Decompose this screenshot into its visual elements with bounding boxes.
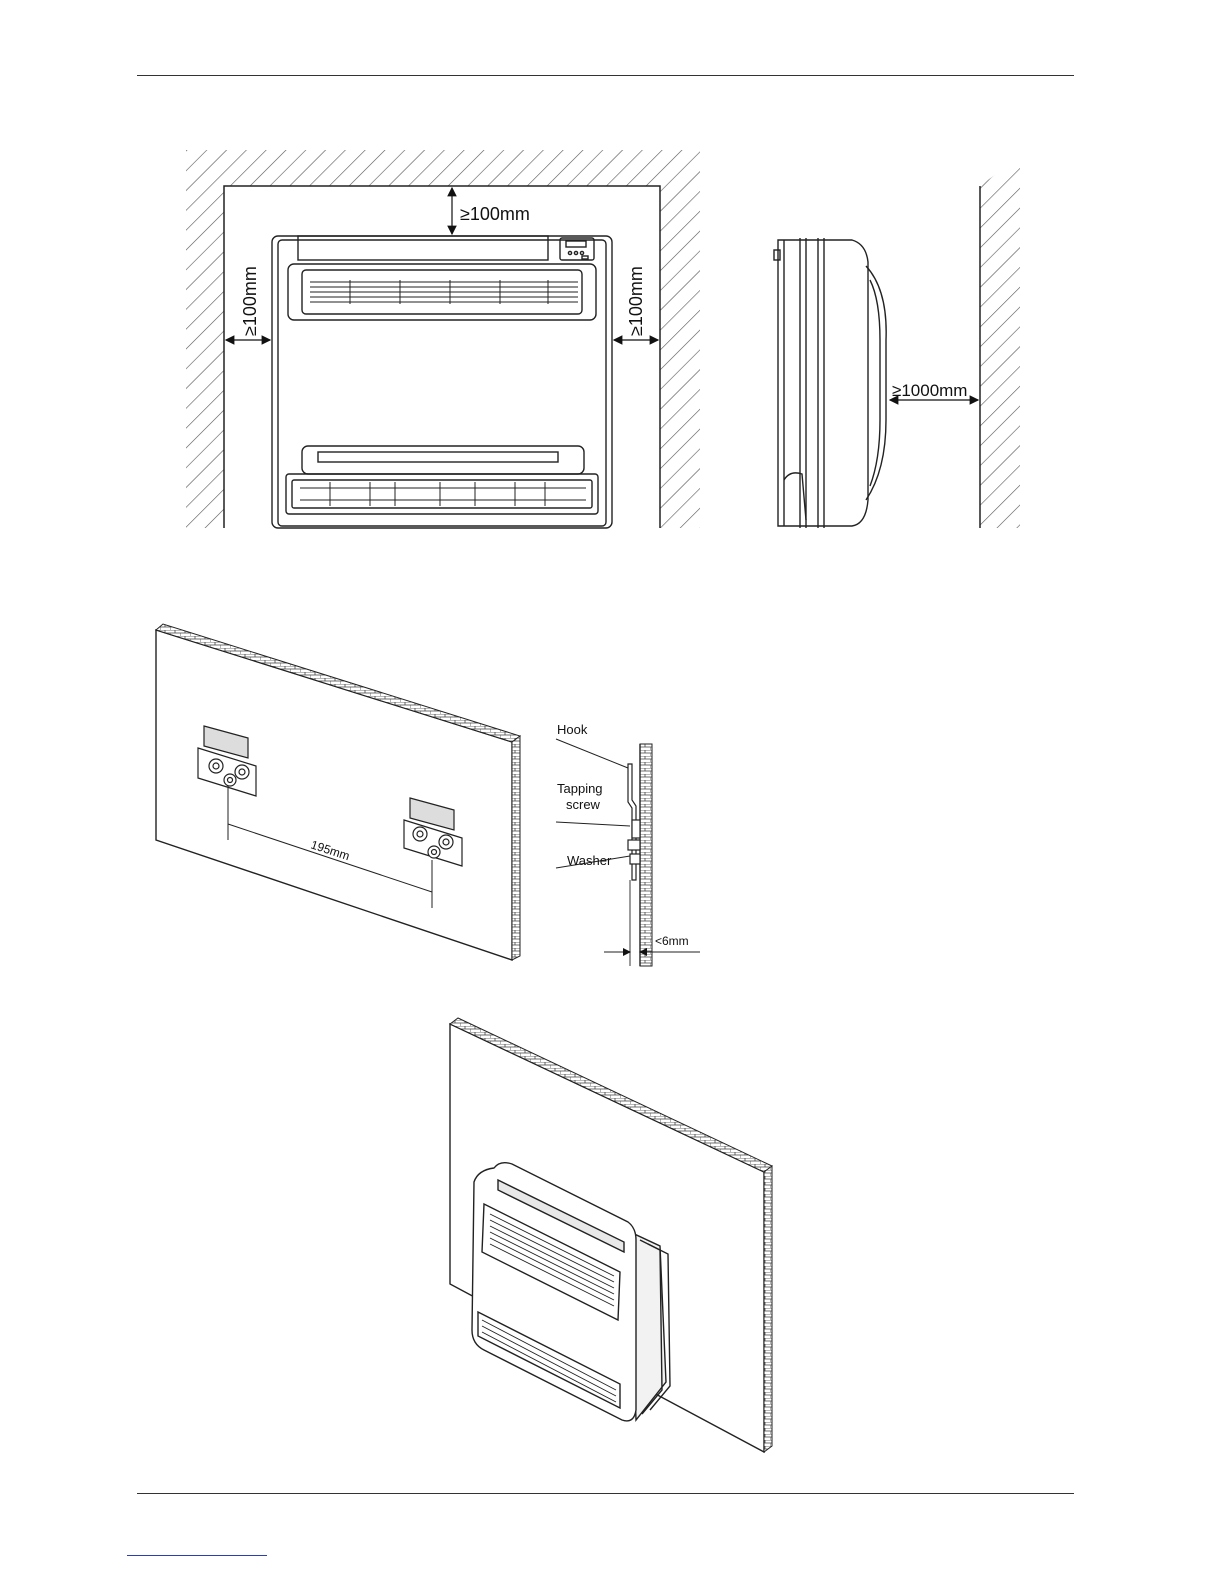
front-clearance-view: ≥100mm ≥100mm ≥100mm [186, 150, 700, 528]
tapping-label-2: screw [566, 797, 601, 812]
tapping-label-1: Tapping [557, 781, 603, 796]
right-clearance-label: ≥100mm [626, 266, 646, 336]
hook-section-detail: Hook Tapping screw Washer <6mm [556, 722, 700, 966]
washer-label: Washer [567, 853, 612, 868]
mounted-unit-view [450, 1018, 772, 1563]
gap-label: <6mm [655, 934, 689, 948]
top-clearance-label: ≥100mm [460, 204, 530, 224]
wall-hooks-view: 195mm [156, 624, 520, 960]
side-clearance-view: ≥1000mm [774, 156, 1020, 528]
indoor-unit-side [774, 238, 886, 528]
hook-label: Hook [557, 722, 588, 737]
indoor-unit-front [272, 236, 612, 528]
front-clearance-label: ≥1000mm [892, 381, 967, 400]
left-clearance-label: ≥100mm [240, 266, 260, 336]
